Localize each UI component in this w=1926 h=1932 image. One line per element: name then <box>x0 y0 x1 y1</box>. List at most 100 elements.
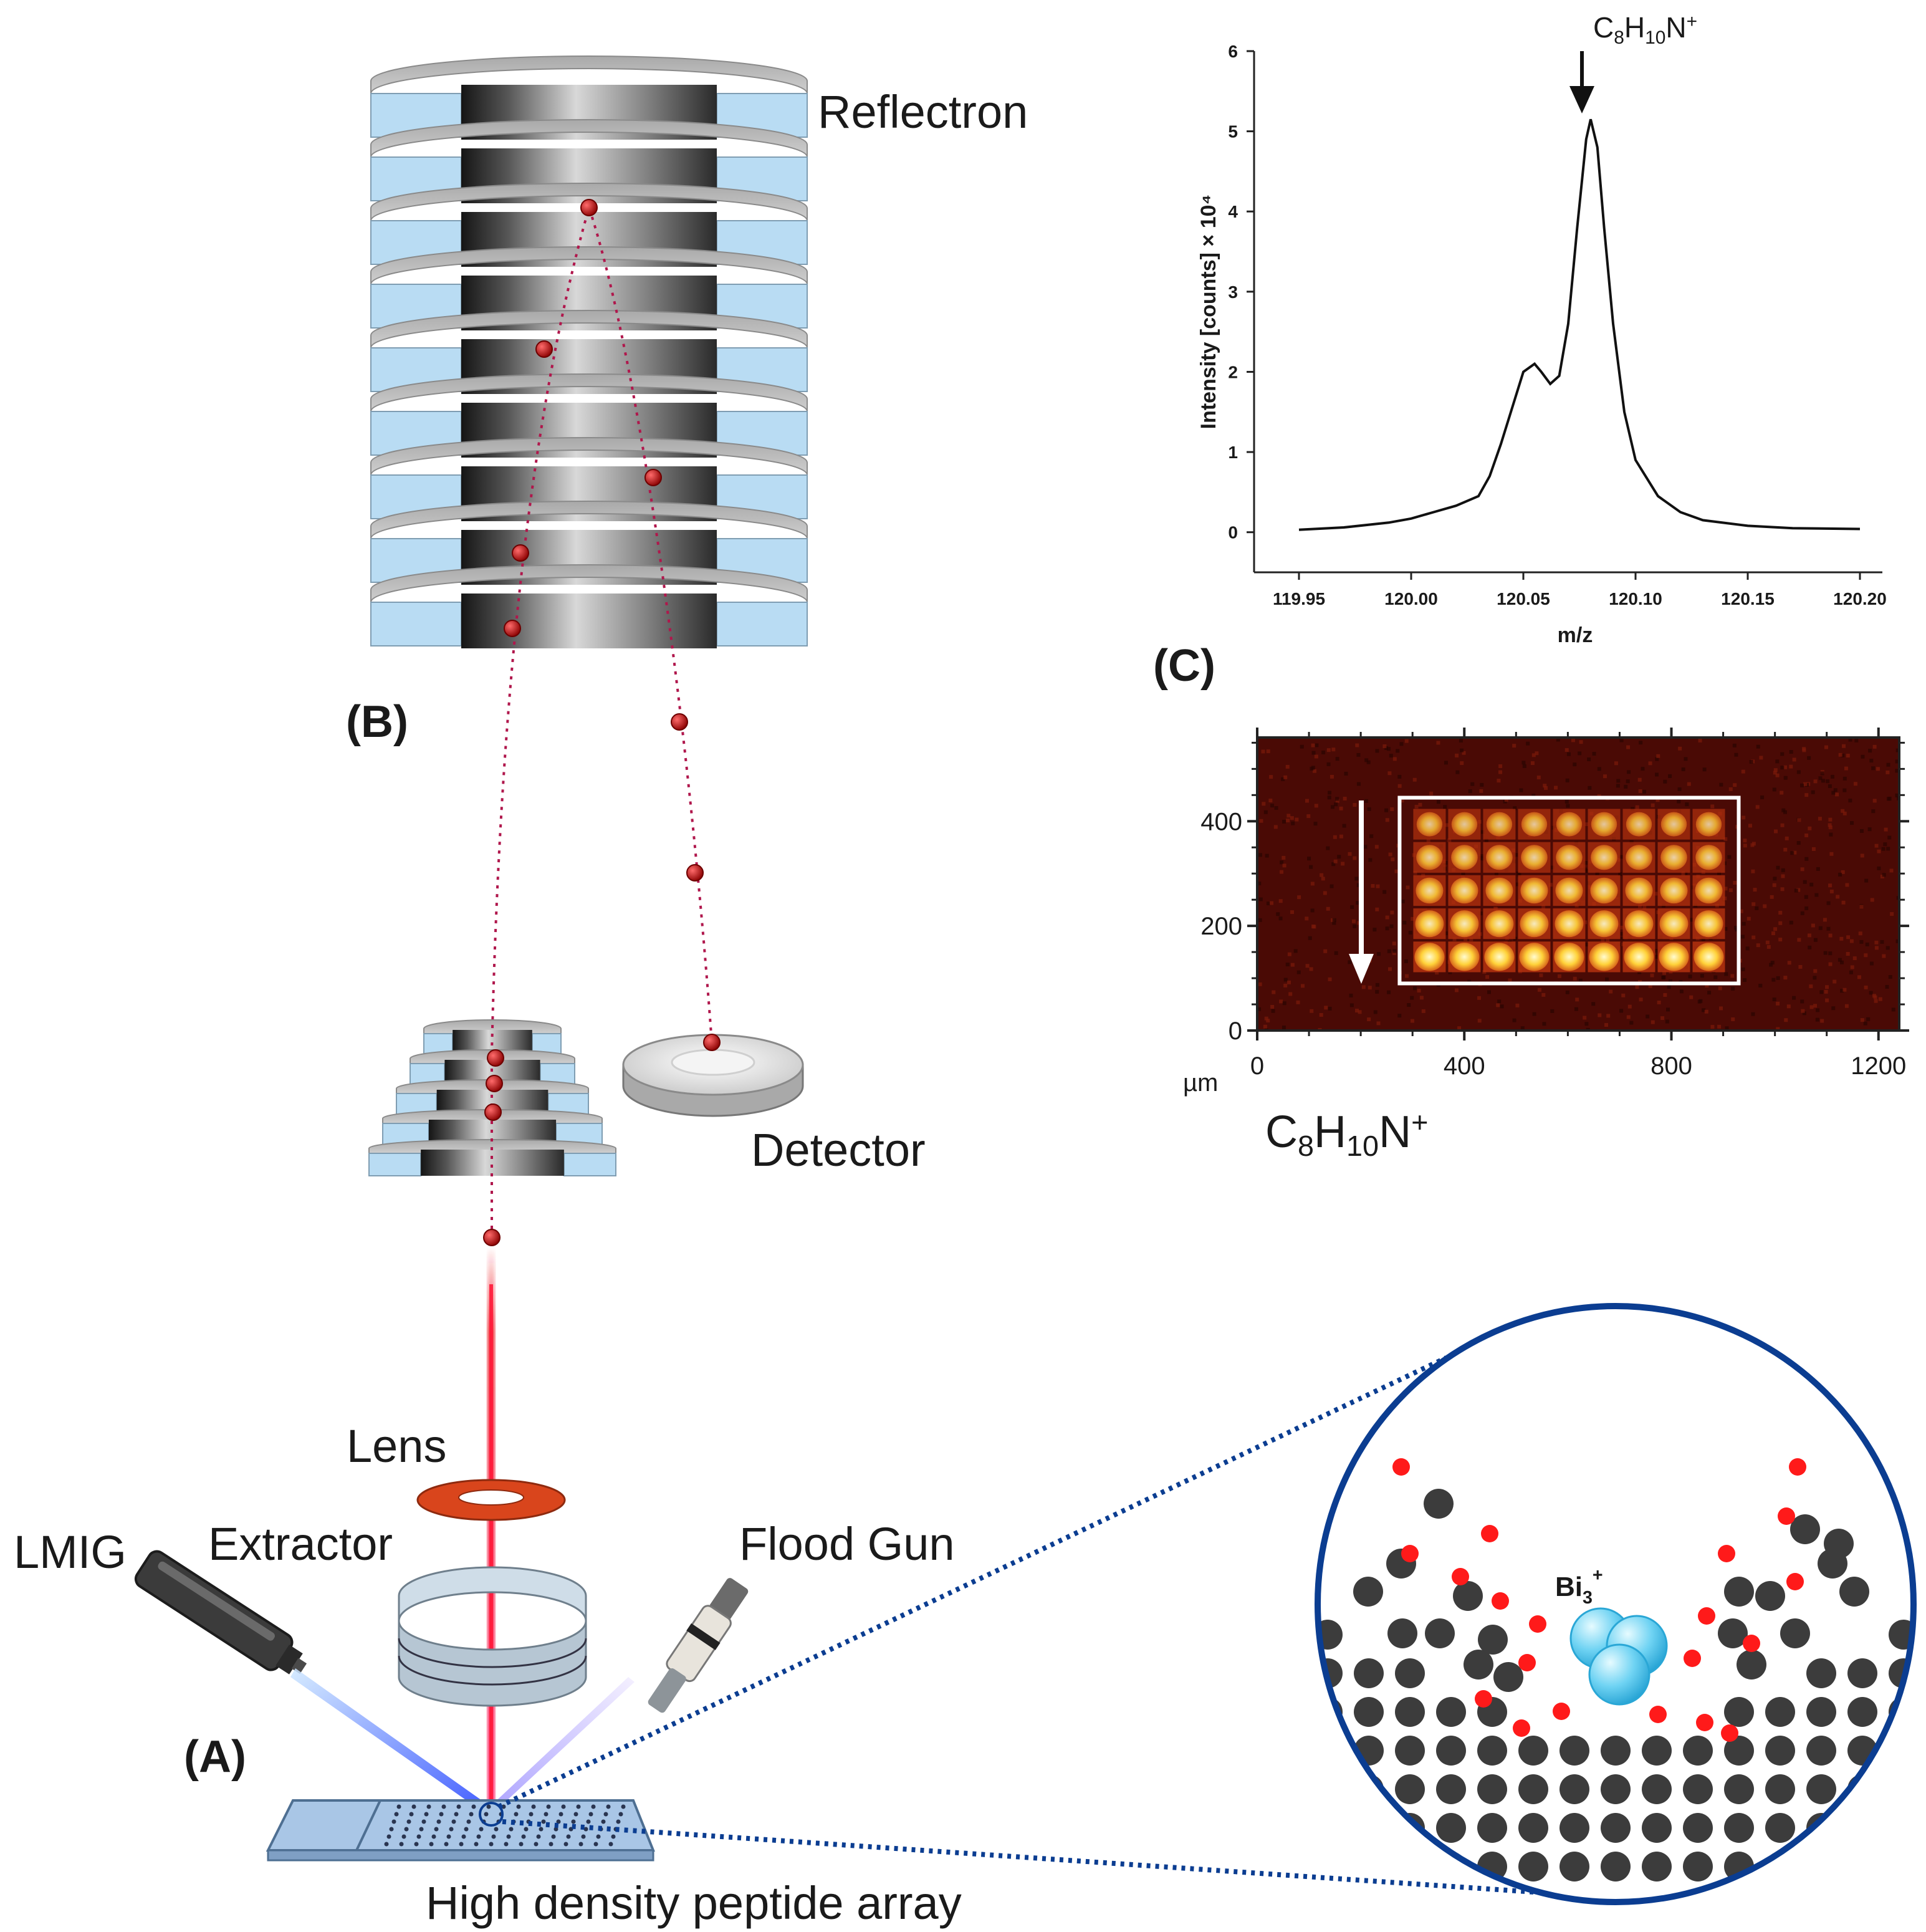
array-spot <box>469 1812 474 1817</box>
heatmap-noise-pixel <box>1494 872 1498 877</box>
heatmap-noise-pixel <box>1677 787 1682 791</box>
heatmap-noise-pixel <box>1368 986 1372 990</box>
heatmap-noise-pixel <box>1337 855 1341 859</box>
array-spot <box>416 1834 421 1839</box>
heatmap-noise-pixel <box>1326 846 1330 850</box>
heatmap-noise-pixel <box>1515 1003 1520 1007</box>
heatmap-noise-pixel <box>1804 895 1808 899</box>
peptide-spot <box>1415 910 1444 938</box>
heatmap-noise-pixel <box>1273 825 1278 829</box>
heatmap-noise-pixel <box>1266 901 1270 906</box>
heatmap-noise-pixel <box>1885 984 1889 989</box>
heatmap-noise-pixel <box>1373 928 1377 932</box>
peptide-spot <box>1451 812 1478 837</box>
heatmap-noise-pixel <box>1500 1004 1504 1009</box>
array-spot <box>471 1804 476 1809</box>
lattice-atom <box>1642 1736 1672 1766</box>
lattice-atom <box>1601 1852 1631 1882</box>
heatmap-noise-pixel <box>1544 786 1548 791</box>
peptide-spot <box>1589 910 1619 938</box>
heatmap-noise-pixel <box>1512 744 1516 748</box>
heatmap-noise-pixel <box>1305 799 1309 803</box>
heatmap-noise-pixel <box>1384 808 1389 812</box>
peptide-spot <box>1450 910 1479 938</box>
lattice-atom <box>1230 1736 1260 1766</box>
peptide-spot <box>1521 845 1548 870</box>
heatmap-noise-pixel <box>1746 916 1751 921</box>
heatmap-noise-pixel <box>1392 757 1397 761</box>
heatmap-noise-pixel <box>1584 822 1589 827</box>
heatmap-noise-pixel <box>1616 779 1621 783</box>
heatmap-noise-pixel <box>1651 1020 1655 1024</box>
heatmap-noise-pixel <box>1654 949 1658 953</box>
heatmap-noise-pixel <box>1882 954 1886 958</box>
heatmap-noise-pixel <box>1681 871 1685 875</box>
heatmap-noise-pixel <box>1793 850 1797 855</box>
x-tick-label: 120.20 <box>1833 589 1887 608</box>
heatmap-noise-pixel <box>1514 853 1518 857</box>
heatmap-noise-pixel <box>1410 996 1414 1000</box>
heatmap-noise-pixel <box>1309 865 1313 869</box>
array-spot <box>563 1842 568 1847</box>
heatmap-noise-pixel <box>1765 940 1770 944</box>
heatmap-noise-pixel <box>1270 804 1275 808</box>
heatmap-noise-pixel <box>1516 882 1520 887</box>
heatmap-noise-pixel <box>1731 1017 1735 1021</box>
heatmap-noise-pixel <box>1519 788 1523 792</box>
heatmap-noise-pixel <box>1550 1009 1555 1013</box>
heatmap-noise-pixel <box>1866 1017 1871 1021</box>
lattice-atom <box>1518 1813 1548 1843</box>
heatmap-noise-pixel <box>1285 764 1290 769</box>
lattice-atom <box>1477 1813 1507 1843</box>
heatmap-noise-pixel <box>1353 803 1357 807</box>
heatmap-noise-pixel <box>1609 989 1613 994</box>
array-spot <box>519 1842 524 1847</box>
bismuth-cluster <box>1569 1607 1668 1706</box>
heatmap-noise-pixel <box>1397 784 1402 788</box>
heatmap-noise-pixel <box>1666 1007 1670 1012</box>
x-tick-label: 120.15 <box>1721 589 1775 608</box>
y-tick-label: 1 <box>1228 443 1238 462</box>
heatmap-noise-pixel <box>1781 868 1785 872</box>
heatmap-noise-pixel <box>1895 748 1899 752</box>
heatmap-noise-pixel <box>1804 833 1809 837</box>
heatmap-noise-pixel <box>1261 749 1265 754</box>
heatmap-noise-pixel <box>1650 973 1654 978</box>
lattice-atom <box>1230 1658 1260 1688</box>
lattice-atom <box>1464 1650 1493 1680</box>
lattice-atom <box>1806 1774 1836 1804</box>
heatmap-noise-pixel <box>1868 749 1872 753</box>
heatmap-noise-pixel <box>1743 839 1747 843</box>
heatmap-noise-pixel <box>1305 916 1309 921</box>
peptide-spot <box>1450 877 1478 904</box>
heatmap-noise-pixel <box>1846 754 1850 758</box>
magnified-surface-view: Bi3+ <box>1230 1303 1917 1905</box>
heatmap-noise-pixel <box>1792 996 1796 1000</box>
lattice-atom <box>1478 1625 1508 1655</box>
array-spot <box>389 1827 394 1832</box>
heatmap-noise-pixel <box>1797 818 1801 822</box>
heatmap-noise-pixel <box>1759 756 1763 760</box>
heatmap-noise-pixel <box>1626 779 1630 784</box>
heatmap-noise-pixel <box>1319 1012 1323 1017</box>
ion-dot <box>487 1049 504 1067</box>
array-spot <box>571 1819 576 1824</box>
heatmap-noise-pixel <box>1354 877 1359 881</box>
heatmap-noise-pixel <box>1665 1019 1669 1024</box>
heatmap-noise-pixel <box>1426 839 1430 843</box>
heatmap-noise-pixel <box>1826 926 1831 931</box>
heatmap-noise-pixel <box>1257 882 1262 886</box>
heatmap-noise-pixel <box>1485 975 1490 979</box>
ion-dot <box>535 340 553 358</box>
heatmap-noise-pixel <box>1807 933 1811 938</box>
heatmap-noise-pixel <box>1719 782 1723 787</box>
peptide-spot <box>1660 812 1687 837</box>
lattice-atom <box>1493 1662 1523 1692</box>
array-spot <box>596 1834 601 1839</box>
lattice-atom <box>1559 1813 1589 1843</box>
heatmap-noise-pixel <box>1751 842 1756 846</box>
heatmap-noise-pixel <box>1860 1018 1864 1022</box>
heatmap-noise-pixel <box>1389 924 1394 928</box>
array-spot <box>474 1842 479 1847</box>
